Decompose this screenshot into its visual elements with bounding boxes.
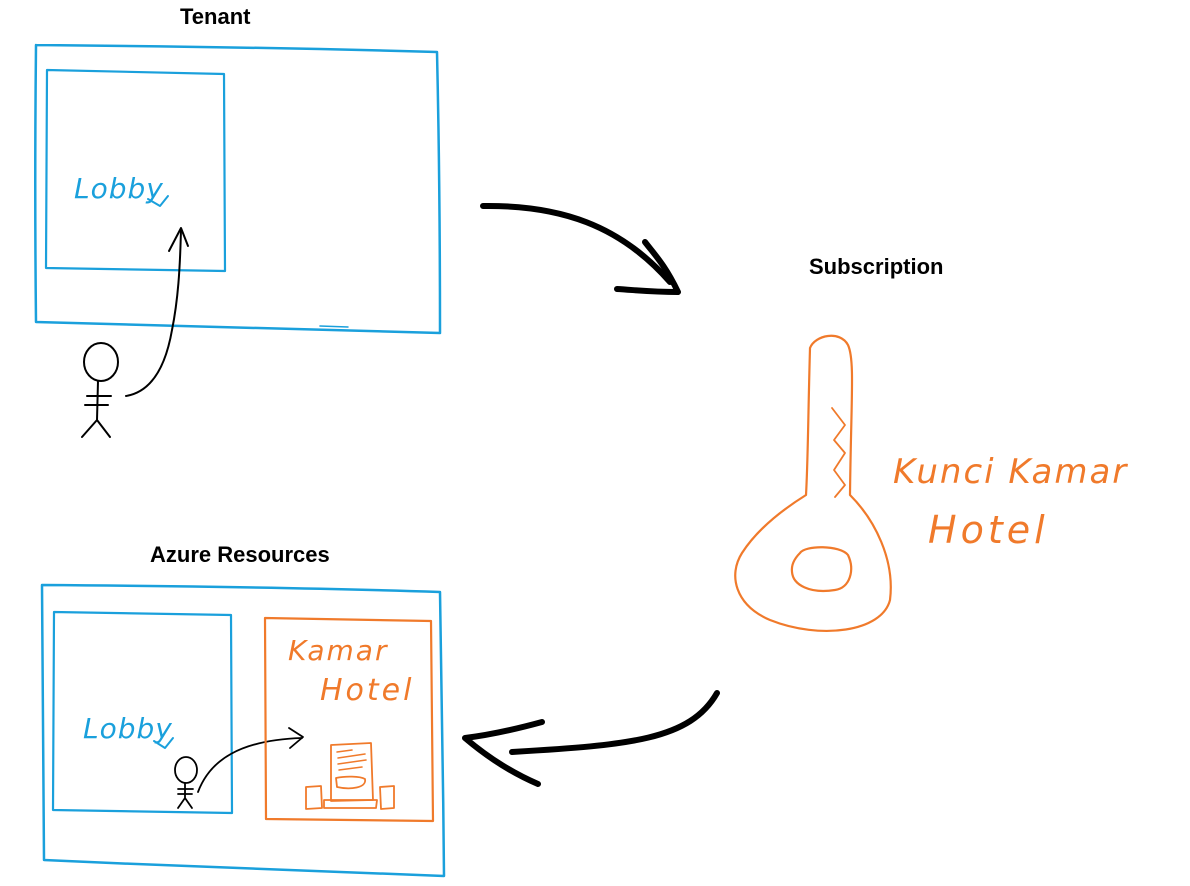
- azure-resources-title: Azure Resources: [150, 542, 330, 567]
- small-person-icon: [174, 756, 198, 809]
- tenant-lobby-box: [44, 68, 227, 273]
- subscription-title: Subscription: [809, 254, 944, 279]
- tenant-box: [34, 43, 442, 335]
- enter-lobby-arrow: [125, 227, 189, 397]
- room-label-line1: Kamar: [288, 634, 388, 667]
- tenant-to-subscription-arrow: [480, 202, 681, 295]
- azure-lobby-box: [51, 610, 234, 815]
- enter-room-arrow: [197, 727, 304, 793]
- lobby-squiggle: [147, 195, 169, 207]
- bed-icon: [305, 742, 395, 810]
- subscription-to-resources-arrow: [462, 690, 720, 787]
- hotel-room-box: [263, 616, 435, 823]
- azure-lobby-label: Lobby: [83, 712, 173, 745]
- key-label-line2: Hotel: [928, 508, 1049, 552]
- hotel-key-icon: [734, 334, 892, 632]
- room-label-line2: Hotel: [320, 673, 414, 708]
- key-label-line1: Kunci Kamar: [893, 452, 1128, 492]
- person-icon: [81, 342, 119, 438]
- azure-resources-box: [40, 583, 446, 878]
- tenant-title: Tenant: [180, 4, 251, 29]
- lobby-squiggle-2: [153, 737, 174, 749]
